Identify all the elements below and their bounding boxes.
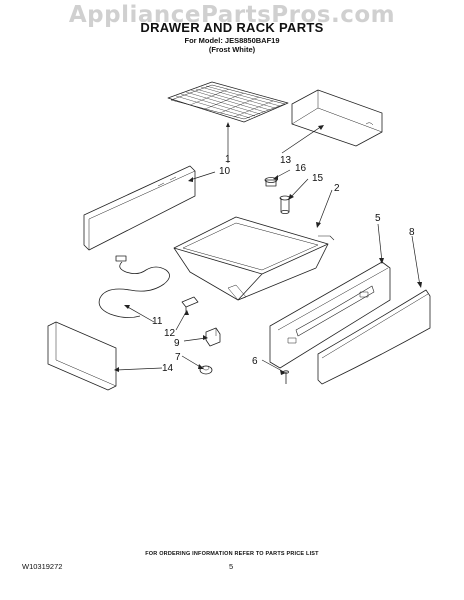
callout-9: 9 — [174, 338, 180, 349]
page-number: 5 — [229, 562, 234, 571]
callout-numbers: 1 10 13 16 15 2 5 8 11 12 9 7 14 6 — [152, 154, 415, 374]
leader-arrowheads — [114, 122, 422, 375]
warming-drawer-pan — [173, 216, 335, 301]
color-line: (Frost White) — [208, 45, 256, 54]
callout-13: 13 — [280, 155, 292, 166]
ordering-note: FOR ORDERING INFORMATION REFER TO PARTS … — [145, 551, 319, 557]
callout-11: 11 — [152, 316, 163, 327]
callout-16: 16 — [295, 163, 307, 174]
callout-14: 14 — [162, 363, 174, 374]
callout-1: 1 — [225, 154, 231, 165]
callout-8: 8 — [409, 227, 415, 238]
watermark: AppliancePartsPros.com — [68, 2, 396, 28]
leader-lines — [115, 124, 421, 373]
drawer-glide — [205, 327, 221, 347]
callout-6: 6 — [252, 356, 258, 367]
bracket — [181, 296, 199, 312]
callout-12: 12 — [164, 328, 176, 339]
callout-5: 5 — [375, 213, 381, 224]
drawer-front — [269, 261, 391, 369]
callout-15: 15 — [312, 173, 324, 184]
toe-panel — [47, 321, 117, 391]
callout-7: 7 — [175, 352, 181, 363]
heating-element — [98, 255, 170, 318]
control-knob-assembly — [264, 177, 291, 214]
page-title: DRAWER AND RACK PARTS — [140, 20, 324, 35]
document-number: W10319272 — [22, 562, 63, 571]
model-line: For Model: JES8850BAF19 — [184, 36, 280, 45]
callout-10: 10 — [219, 166, 231, 177]
callout-2: 2 — [334, 183, 340, 194]
rear-panel — [291, 89, 383, 147]
side-panel — [83, 165, 196, 251]
drawer-outer-panel — [317, 289, 431, 385]
oven-rack — [167, 81, 289, 123]
